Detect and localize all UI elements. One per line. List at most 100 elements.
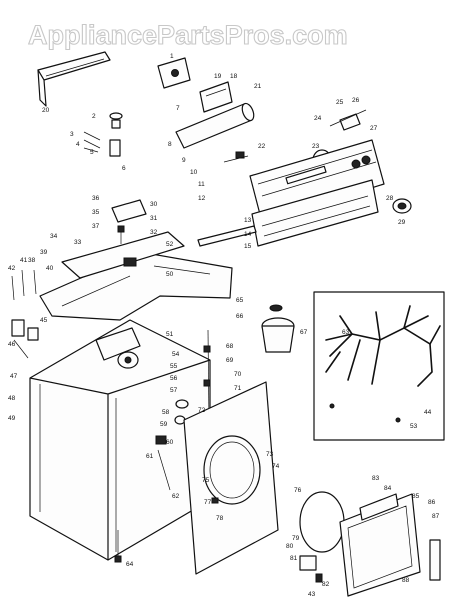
callout-label: 3 <box>70 131 74 138</box>
bracket-clip-part <box>223 151 249 163</box>
callout-label: 35 <box>92 209 100 216</box>
callout-label: 77 <box>204 499 212 506</box>
callout-label: 32 <box>150 229 158 236</box>
console-end-cap-part <box>37 51 111 107</box>
callout-label: 26 <box>352 97 360 104</box>
callout-label: 44 <box>424 409 432 416</box>
callout-label: 2 <box>92 113 96 120</box>
callout-label: 88 <box>402 577 410 584</box>
callout-label: 81 <box>290 555 298 562</box>
callout-label: 45 <box>40 317 48 324</box>
screw-stack-part <box>83 112 123 157</box>
callout-label: 64 <box>126 561 134 568</box>
callout-label: 73 <box>266 451 274 458</box>
callout-label: 4 <box>76 141 80 148</box>
door-handle-part <box>429 539 441 581</box>
callout-label: 31 <box>150 215 158 222</box>
callout-label: 53 <box>410 423 418 430</box>
pump-assembly-part <box>95 327 141 369</box>
callout-label: 51 <box>166 331 174 338</box>
fill-funnel-part <box>261 304 295 353</box>
callout-label: 82 <box>322 581 330 588</box>
callout-label: 57 <box>170 387 178 394</box>
callout-label: 36 <box>92 195 100 202</box>
callout-label: 38 <box>28 257 36 264</box>
wiring-harness-box <box>313 291 445 441</box>
door-assembly-part <box>339 493 421 597</box>
callout-label: 54 <box>172 351 180 358</box>
callout-label: 18 <box>230 73 238 80</box>
screw-part <box>114 530 122 563</box>
callout-label: 84 <box>384 485 392 492</box>
door-seal-part <box>299 491 345 553</box>
callout-label: 20 <box>42 107 50 114</box>
callout-label: 41 <box>20 257 28 264</box>
timer-knob-part <box>392 198 412 214</box>
callout-label: 39 <box>40 249 48 256</box>
callout-label: 11 <box>198 181 205 188</box>
callout-label: 33 <box>74 239 82 246</box>
callout-label: 9 <box>182 157 186 164</box>
callout-label: 5 <box>90 149 94 156</box>
callout-label: 86 <box>428 499 436 506</box>
callout-label: 23 <box>312 143 320 150</box>
callout-label: 27 <box>370 125 378 132</box>
front-panel-part <box>183 381 279 575</box>
callout-label: 10 <box>190 169 198 176</box>
console-switch-part <box>329 109 367 131</box>
callout-labels: 20 1 19 18 21 7 2 3 4 5 6 8 9 10 11 22 2… <box>8 53 440 598</box>
callout-label: 37 <box>92 223 100 230</box>
callout-label: 58 <box>162 409 170 416</box>
callout-label: 8 <box>168 141 172 148</box>
callout-label: 68 <box>226 343 234 350</box>
callout-label: 46 <box>8 341 16 348</box>
callout-label: 14 <box>244 231 252 238</box>
callout-label: 25 <box>336 99 344 106</box>
callout-label: 13 <box>244 217 252 224</box>
door-hinge-part <box>299 555 323 583</box>
left-hardware-part <box>11 269 39 359</box>
callout-label: 30 <box>150 201 158 208</box>
callout-label: 50 <box>166 271 174 278</box>
callout-label: 52 <box>166 241 174 248</box>
callout-label: 7 <box>176 105 180 112</box>
callout-label: 56 <box>170 375 178 382</box>
callout-label: 15 <box>244 243 252 250</box>
callout-label: 71 <box>234 385 242 392</box>
callout-label: 85 <box>412 493 420 500</box>
callout-label: 21 <box>254 83 262 90</box>
callout-label: 28 <box>386 195 394 202</box>
callout-label: 48 <box>8 395 16 402</box>
callout-label: 42 <box>8 265 16 272</box>
callout-label: 34 <box>50 233 58 240</box>
control-panel-part <box>249 139 385 223</box>
callout-label: 74 <box>272 463 280 470</box>
callout-label: 83 <box>372 475 380 482</box>
callout-label: 19 <box>214 73 222 80</box>
callout-label: 76 <box>294 487 302 494</box>
callout-label: 47 <box>10 373 18 380</box>
callout-label: 79 <box>292 535 300 542</box>
callout-label: 65 <box>236 297 244 304</box>
top-support-part <box>61 231 185 279</box>
callout-label: 67 <box>300 329 308 336</box>
console-backsplash-part <box>251 179 379 247</box>
callout-label: 29 <box>398 219 406 226</box>
callout-label: 12 <box>198 195 206 202</box>
switch-bracket-part <box>199 81 233 113</box>
callout-label: 55 <box>170 363 178 370</box>
callout-label: 43 <box>308 591 316 598</box>
callout-label: 72 <box>198 407 206 414</box>
callout-label: 22 <box>258 143 266 150</box>
callout-label: 6 <box>122 165 126 172</box>
callout-label: 61 <box>146 453 154 460</box>
callout-label: 87 <box>432 513 440 520</box>
callout-label: 60 <box>166 439 174 446</box>
callout-label: 62 <box>172 493 180 500</box>
callout-label: 40 <box>46 265 54 272</box>
callout-label: 59 <box>160 421 168 428</box>
callout-label: 70 <box>234 371 242 378</box>
callout-label: 24 <box>314 115 322 122</box>
callout-label: 1 <box>170 53 174 60</box>
callout-label: 63 <box>342 329 350 336</box>
